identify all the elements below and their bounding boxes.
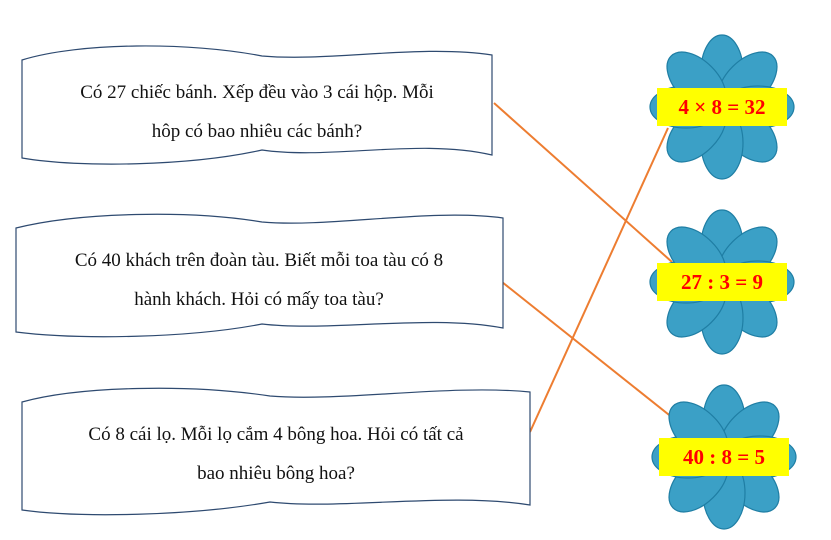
equation-label-bg <box>657 263 787 301</box>
connector-p1-a2 <box>493 102 673 263</box>
answer-flower-3: 40 : 8 = 5 <box>651 384 797 530</box>
problem-2-line-1: Có 40 khách trên đoàn tàu. Biết mỗi toa … <box>75 250 443 271</box>
problem-card-3: Có 8 cái lọ. Mỗi lọ cắm 4 bông hoa. Hỏi … <box>21 387 531 516</box>
connector-lines <box>493 102 689 433</box>
connector-p2-a3 <box>501 281 689 431</box>
equation-label-bg <box>659 438 789 476</box>
problem-1-line-2: hôp có bao nhiêu các bánh? <box>152 121 363 142</box>
equation-label: 4 × 8 = 32 <box>679 95 766 119</box>
connector-p3-a1 <box>529 127 669 433</box>
problem-3-line-1: Có 8 cái lọ. Mỗi lọ cắm 4 bông hoa. Hỏi … <box>88 424 464 445</box>
banner-shape <box>15 213 504 338</box>
problem-3-line-2: bao nhiêu bông hoa? <box>197 463 355 484</box>
equation-label-bg <box>657 88 787 126</box>
equation-label: 40 : 8 = 5 <box>683 445 765 469</box>
problem-card-1: Có 27 chiếc bánh. Xếp đều vào 3 cái hộp.… <box>21 45 493 165</box>
banner-shape <box>21 387 531 516</box>
problem-2-line-2: hành khách. Hỏi có mấy toa tàu? <box>134 289 384 310</box>
banner-shape <box>21 45 493 165</box>
answer-flower-1: 4 × 8 = 32 <box>649 34 795 180</box>
answer-flower-2: 27 : 3 = 9 <box>649 209 795 355</box>
equation-label: 27 : 3 = 9 <box>681 270 763 294</box>
problem-1-line-1: Có 27 chiếc bánh. Xếp đều vào 3 cái hộp.… <box>80 82 434 103</box>
problem-card-2: Có 40 khách trên đoàn tàu. Biết mỗi toa … <box>15 213 504 338</box>
